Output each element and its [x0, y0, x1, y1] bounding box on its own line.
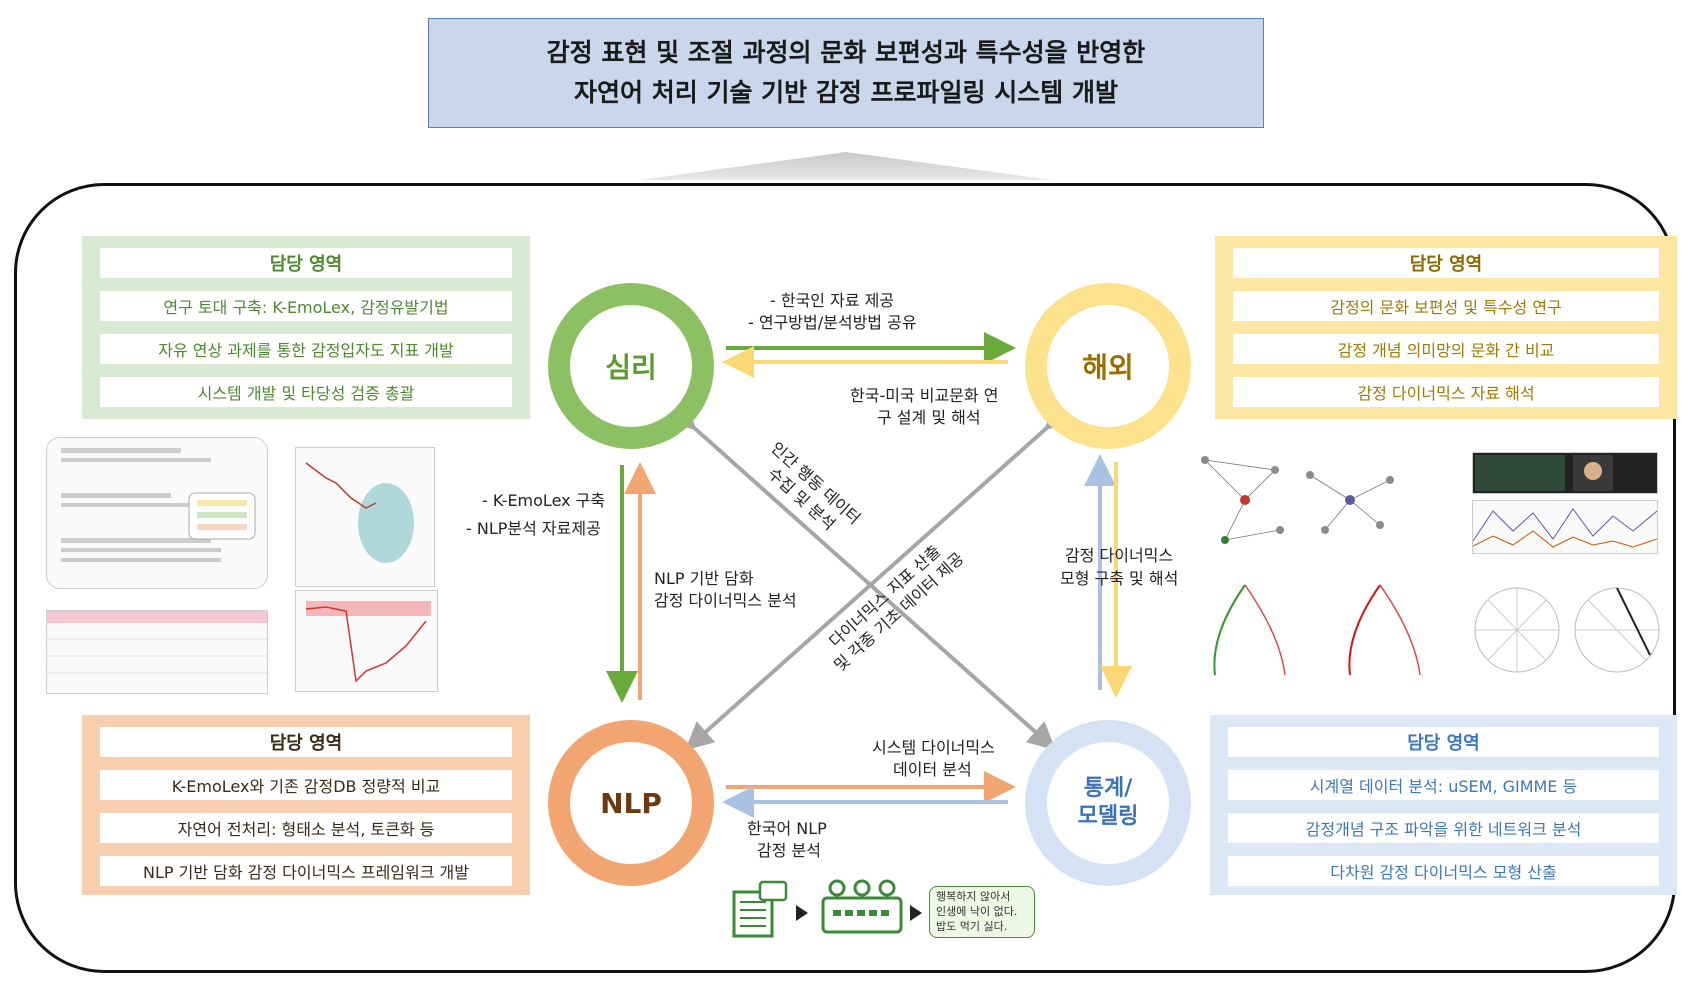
- panel-abroad-item: 감정 다이너믹스 자료 해석: [1233, 377, 1659, 407]
- node-psychology-label: 심리: [605, 351, 657, 384]
- phrase-line: 행복하지 않아서: [936, 890, 1011, 903]
- arrow-right-icon: [910, 905, 922, 921]
- time-series-thumbnail: [295, 590, 438, 692]
- node-stat-label-2: 모델링: [1077, 804, 1139, 829]
- node-stat-label-1: 통계/: [1083, 776, 1133, 801]
- node-nlp: NLP: [548, 720, 714, 886]
- network-graph-thumbnail-2: [1295, 455, 1405, 545]
- time-series-graphic: [305, 601, 431, 683]
- panel-psychology-item: 자유 연상 과제를 통한 감정입자도 지표 개발: [100, 334, 512, 364]
- edge-abroad-stat-2: 모형 구축 및 해석: [1060, 569, 1179, 588]
- valence-scatter-thumbnail: [295, 447, 435, 587]
- edge-stat-nlp-1: 한국어 NLP: [747, 819, 827, 838]
- panel-psychology-item: 시스템 개발 및 타당성 검증 총괄: [100, 377, 512, 407]
- node-stat: 통계/ 모델링: [1025, 720, 1191, 886]
- title-line2: 자연어 처리 기술 기반 감정 프로파일링 시스템 개발: [574, 78, 1118, 107]
- circle-network-thumbnail-1: [1470, 570, 1565, 690]
- panel-stat-header: 담당 영역: [1228, 727, 1659, 757]
- edge-psy-nlp-2: - NLP분석 자료제공: [466, 519, 601, 538]
- panel-abroad-item: 감정의 문화 보편성 및 특수성 연구: [1233, 291, 1659, 321]
- signal-chart-thumbnail: [1472, 500, 1658, 554]
- robot-processing-icon: [821, 879, 903, 934]
- panel-psychology-header: 담당 영역: [100, 248, 512, 278]
- video-call-thumbnail: [1472, 452, 1658, 494]
- node-abroad-label: 해외: [1082, 351, 1134, 384]
- edge-stat-nlp-2: 감정 분석: [757, 841, 821, 860]
- emotion-phrase-box: 행복하지 않아서 인생에 낙이 없다. 밥도 먹기 싫다.: [929, 886, 1035, 938]
- panel-abroad-header: 담당 영역: [1233, 248, 1659, 278]
- panel-nlp: 담당 영역 K-EmoLex와 기존 감정DB 정량적 비교 자연어 전처리: …: [82, 715, 530, 895]
- panel-abroad-item: 감정 개념 의미망의 문화 간 비교: [1233, 334, 1659, 364]
- edge-abroad-stat-1: 감정 다이너믹스: [1065, 546, 1174, 565]
- arrow-diag-abroad-nlp: [685, 401, 1075, 751]
- panel-abroad: 담당 영역 감정의 문화 보편성 및 특수성 연구 감정 개념 의미망의 문화 …: [1215, 236, 1677, 419]
- panel-stat-item: 감정개념 구조 파악을 위한 네트워크 분석: [1228, 813, 1659, 843]
- panel-nlp-item: 자연어 전처리: 형태소 분석, 토큰화 등: [100, 813, 512, 843]
- edge-psy-abroad-2: - 연구방법/분석방법 공유: [748, 313, 917, 332]
- title-box: 감정 표현 및 조절 과정의 문화 보편성과 특수성을 반영한 자연어 처리 기…: [428, 18, 1264, 128]
- system-frame: [14, 183, 1676, 973]
- signal-chart-graphic: [1472, 508, 1658, 548]
- phrase-line: 밥도 먹기 싫다.: [936, 920, 1008, 933]
- node-abroad: 해외: [1025, 283, 1191, 449]
- edge-nlp-stat-2: 데이터 분석: [893, 760, 972, 779]
- circle-network-graphic-1: [1474, 587, 1560, 673]
- panel-psychology: 담당 영역 연구 토대 구축: K-EmoLex, 감정유발기법 자유 연상 과…: [82, 236, 530, 419]
- edge-nlp-psy-1: NLP 기반 담화: [654, 569, 754, 588]
- panel-stat-item: 시계열 데이터 분석: uSEM, GIMME 등: [1228, 770, 1659, 800]
- path-model-thumbnail-1: [1200, 575, 1300, 685]
- edge-nlp-psy-2: 감정 다이너믹스 분석: [654, 591, 797, 610]
- network-graph-2: [1306, 471, 1394, 534]
- emotion-table-thumbnail: [46, 610, 268, 694]
- emotion-table-graphic: [47, 611, 267, 674]
- emotion-situation-graphic: [61, 448, 256, 562]
- network-graph-1: [1201, 456, 1284, 544]
- panel-stat: 담당 영역 시계열 데이터 분석: uSEM, GIMME 등 감정개념 구조 …: [1210, 715, 1677, 895]
- node-nlp-label: NLP: [600, 786, 662, 820]
- circle-network-thumbnail-2: [1570, 570, 1665, 690]
- panel-nlp-item: NLP 기반 담화 감정 다이너믹스 프레임워크 개발: [100, 856, 512, 886]
- edge-abroad-psy-1: 한국-미국 비교문화 연: [850, 386, 999, 405]
- edge-abroad-psy-2: 구 설계 및 해석: [877, 408, 981, 427]
- path-model-graphic-2: [1348, 584, 1421, 676]
- arrow-right-icon: [796, 905, 808, 921]
- edge-psy-abroad-1: - 한국인 자료 제공: [770, 291, 895, 310]
- panel-nlp-header: 담당 영역: [100, 727, 512, 757]
- panel-nlp-item: K-EmoLex와 기존 감정DB 정량적 비교: [100, 770, 512, 800]
- path-model-thumbnail-2: [1335, 575, 1435, 685]
- edge-psy-nlp-1: - K-EmoLex 구축: [482, 491, 606, 510]
- path-model-graphic-1: [1213, 584, 1286, 676]
- edge-nlp-stat-1: 시스템 다이너믹스: [872, 738, 995, 757]
- video-call-graphic: [1475, 455, 1613, 491]
- document-chat-icon: [732, 880, 788, 938]
- title-line1: 감정 표현 및 조절 과정의 문화 보편성과 특수성을 반영한: [546, 38, 1146, 67]
- circle-network-graphic-2: [1574, 587, 1660, 673]
- network-graph-thumbnail-1: [1185, 440, 1295, 560]
- panel-stat-item: 다차원 감정 다이너믹스 모형 산출: [1228, 856, 1659, 886]
- phrase-line: 인생에 낙이 없다.: [936, 905, 1018, 918]
- panel-psychology-item: 연구 토대 구축: K-EmoLex, 감정유발기법: [100, 291, 512, 321]
- valence-scatter-graphic: [305, 462, 414, 563]
- emotion-situation-thumbnail: [46, 437, 268, 589]
- node-psychology: 심리: [548, 283, 714, 449]
